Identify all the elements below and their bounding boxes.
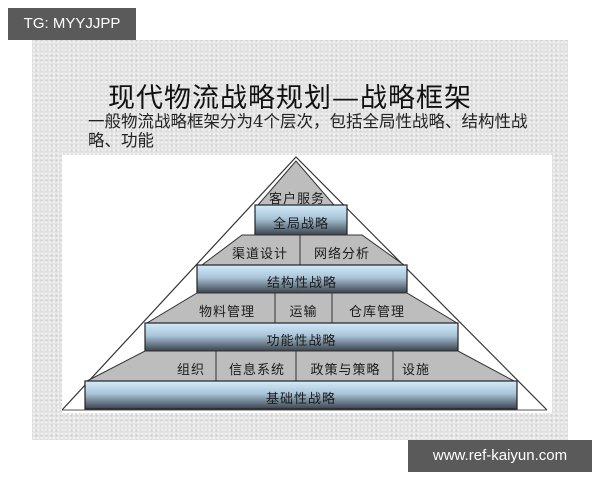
slide-title: 现代物流战略规划—战略框架 xyxy=(108,83,472,114)
bar-label-structural-strategy: 结构性战略 xyxy=(266,276,337,291)
watermark-top-left: TG: MYYJJPP xyxy=(8,8,136,40)
band-item-materials-management: 物料管理 xyxy=(198,305,255,320)
bar-label-global-strategy: 全局战略 xyxy=(272,217,329,232)
band-item-network-analysis: 网络分析 xyxy=(313,247,370,262)
pyramid-graphic xyxy=(62,156,548,411)
bar-level-1 xyxy=(254,204,348,236)
bar-level-2 xyxy=(196,264,408,294)
band-item-transportation: 运输 xyxy=(289,305,318,320)
bar-label-foundation-strategy: 基础性战略 xyxy=(265,392,336,407)
watermark-bottom-right: www.ref-kaiyun.com xyxy=(408,440,592,472)
band-item-organization: 组织 xyxy=(176,363,205,378)
band-item-customer-service: 客户服务 xyxy=(268,192,325,207)
band-item-policy-strategy: 政策与策略 xyxy=(310,363,381,378)
band-item-facilities: 设施 xyxy=(401,363,430,378)
pyramid-outline xyxy=(62,156,548,411)
pyramid-diagram: 客户服务 全局战略 渠道设计 网络分析 结构性战略 物料管理 运输 仓库管理 功… xyxy=(62,155,552,413)
band-item-information-system: 信息系统 xyxy=(228,363,285,378)
slide-subtitle: 一般物流战略框架分为4个层次，包括全局性战略、结构性战略、功能 xyxy=(88,112,528,150)
band-item-channel-design: 渠道设计 xyxy=(231,247,288,262)
band-item-warehouse-management: 仓库管理 xyxy=(348,305,405,320)
bar-label-functional-strategy: 功能性战略 xyxy=(266,334,337,349)
bar-level-4 xyxy=(84,380,518,410)
bar-level-3 xyxy=(144,322,459,352)
